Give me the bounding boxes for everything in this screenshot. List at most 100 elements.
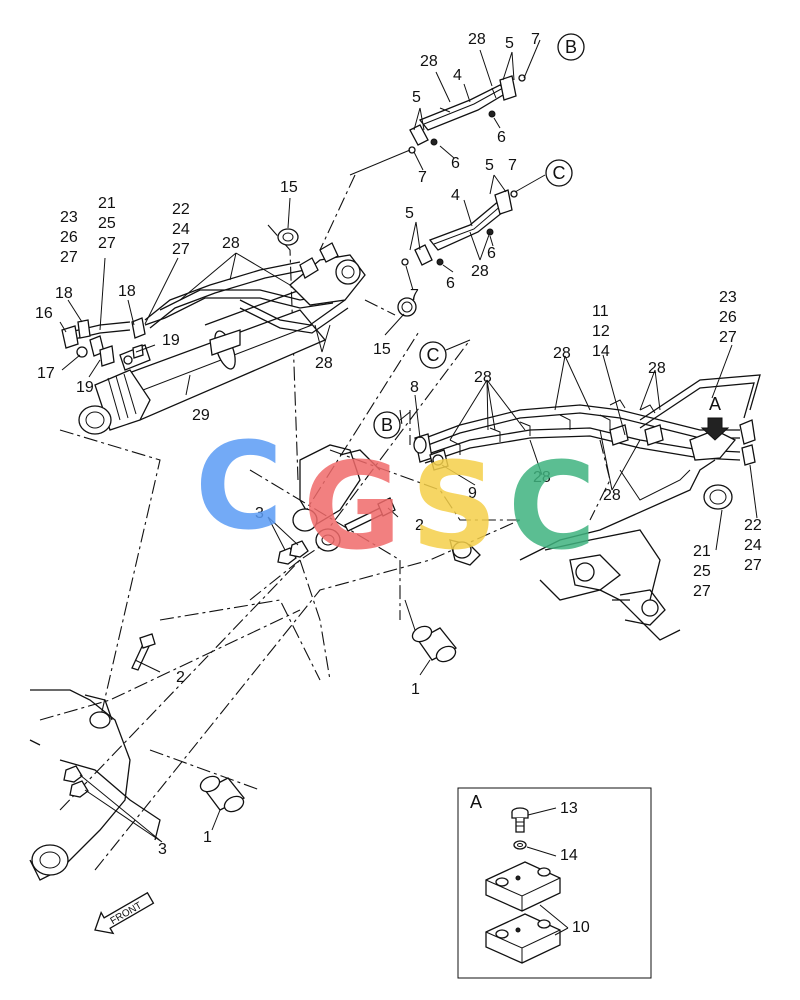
label-28: 28 bbox=[533, 469, 551, 486]
nut-3-lower bbox=[63, 765, 89, 798]
label-12: 12 bbox=[592, 323, 610, 340]
boom-foot-pin-boss bbox=[31, 844, 69, 876]
label-27: 27 bbox=[172, 241, 190, 258]
label-13: 13 bbox=[560, 800, 578, 817]
label-19: 19 bbox=[162, 332, 180, 349]
washer-14 bbox=[513, 840, 527, 850]
detail-title: A bbox=[470, 792, 482, 812]
svg-text:B: B bbox=[565, 37, 577, 57]
label-7: 7 bbox=[410, 287, 419, 304]
label-27: 27 bbox=[60, 249, 78, 266]
watermark: C G S C bbox=[195, 418, 596, 577]
callout-c-lower: C bbox=[419, 339, 471, 369]
watermark-letter: C bbox=[195, 418, 283, 557]
watermark-letter: S bbox=[411, 438, 497, 577]
watermark-letter: G bbox=[303, 438, 402, 577]
bolt-2-center bbox=[344, 497, 396, 532]
boom-head-pin-boss bbox=[703, 484, 733, 510]
label-7: 7 bbox=[531, 31, 540, 48]
svg-text:C: C bbox=[553, 163, 566, 183]
label-23: 23 bbox=[60, 209, 78, 226]
part-labels: 28 5 7 28 4 5 6 6 7 5 7 4 5 6 28 6 7 15 … bbox=[35, 31, 762, 858]
label-26: 26 bbox=[60, 229, 78, 246]
cylinder-hoses bbox=[144, 242, 366, 334]
label-6: 6 bbox=[446, 275, 455, 292]
pin-1-lower bbox=[199, 775, 246, 813]
label-8: 8 bbox=[410, 379, 419, 396]
oring-15-lower bbox=[397, 297, 417, 317]
watermark-letter: C bbox=[508, 438, 596, 577]
bolt-13 bbox=[511, 807, 529, 833]
leader-lines bbox=[59, 39, 758, 843]
label-14: 14 bbox=[592, 343, 610, 360]
label-1: 1 bbox=[411, 681, 420, 698]
label-26: 26 bbox=[719, 309, 737, 326]
label-16: 16 bbox=[35, 305, 53, 322]
bolt-2-lower bbox=[131, 633, 156, 671]
label-29: 29 bbox=[192, 407, 210, 424]
label-28: 28 bbox=[420, 53, 438, 70]
svg-text:C: C bbox=[427, 345, 440, 365]
callout-b-upper: B bbox=[557, 33, 585, 61]
label-2: 2 bbox=[176, 669, 185, 686]
bolt-9 bbox=[432, 454, 444, 466]
label-18: 18 bbox=[55, 285, 73, 302]
label-24: 24 bbox=[172, 221, 190, 238]
label-22: 22 bbox=[744, 517, 762, 534]
label-27: 27 bbox=[719, 329, 737, 346]
svg-text:B: B bbox=[381, 415, 393, 435]
label-7: 7 bbox=[418, 169, 427, 186]
detail-view-a: A 13 14 10 bbox=[457, 787, 652, 979]
oring-15-upper bbox=[277, 228, 299, 246]
boom-head bbox=[519, 459, 733, 641]
label-2: 2 bbox=[415, 517, 424, 534]
label-17: 17 bbox=[37, 365, 55, 382]
label-21: 21 bbox=[693, 543, 711, 560]
arm-link-hole bbox=[575, 562, 595, 582]
nut-3-center bbox=[277, 540, 309, 565]
label-28: 28 bbox=[315, 355, 333, 372]
label-11: 11 bbox=[592, 303, 609, 320]
label-5: 5 bbox=[505, 35, 514, 52]
label-28: 28 bbox=[648, 360, 666, 377]
label-28: 28 bbox=[603, 487, 621, 504]
cylinder-pin-boss bbox=[89, 711, 111, 729]
label-27: 27 bbox=[98, 235, 116, 252]
detail-frame bbox=[457, 787, 652, 979]
cylinder-eye bbox=[78, 405, 112, 435]
label-7: 7 bbox=[508, 157, 517, 174]
label-28: 28 bbox=[468, 31, 486, 48]
boom-foot bbox=[29, 689, 161, 881]
view-a-arrow: A bbox=[700, 394, 730, 441]
left-fittings bbox=[61, 317, 166, 367]
label-24: 24 bbox=[744, 537, 762, 554]
label-5: 5 bbox=[412, 89, 421, 106]
label-22: 22 bbox=[172, 201, 190, 218]
label-10: 10 bbox=[572, 919, 590, 936]
label-5: 5 bbox=[405, 205, 414, 222]
label-25: 25 bbox=[98, 215, 116, 232]
label-28: 28 bbox=[474, 369, 492, 386]
label-1: 1 bbox=[203, 829, 212, 846]
label-6: 6 bbox=[497, 129, 506, 146]
label-28: 28 bbox=[471, 263, 489, 280]
label-21: 21 bbox=[98, 195, 116, 212]
oring-17 bbox=[76, 346, 88, 358]
label-6: 6 bbox=[451, 155, 460, 172]
front-arrow: FRONT bbox=[94, 891, 155, 935]
label-28: 28 bbox=[222, 235, 240, 252]
cylinder-bracket bbox=[292, 444, 481, 566]
label-25: 25 bbox=[693, 563, 711, 580]
pipe-assembly-b bbox=[349, 74, 526, 176]
label-9: 9 bbox=[468, 485, 477, 502]
label-3: 3 bbox=[158, 841, 167, 858]
label-14: 14 bbox=[560, 847, 578, 864]
label-18: 18 bbox=[118, 283, 136, 300]
arrow-a-label: A bbox=[709, 394, 721, 414]
callout-b-lower: B bbox=[373, 411, 411, 439]
label-3: 3 bbox=[255, 505, 264, 522]
label-27: 27 bbox=[693, 583, 711, 600]
label-6: 6 bbox=[487, 245, 496, 262]
label-5: 5 bbox=[485, 157, 494, 174]
